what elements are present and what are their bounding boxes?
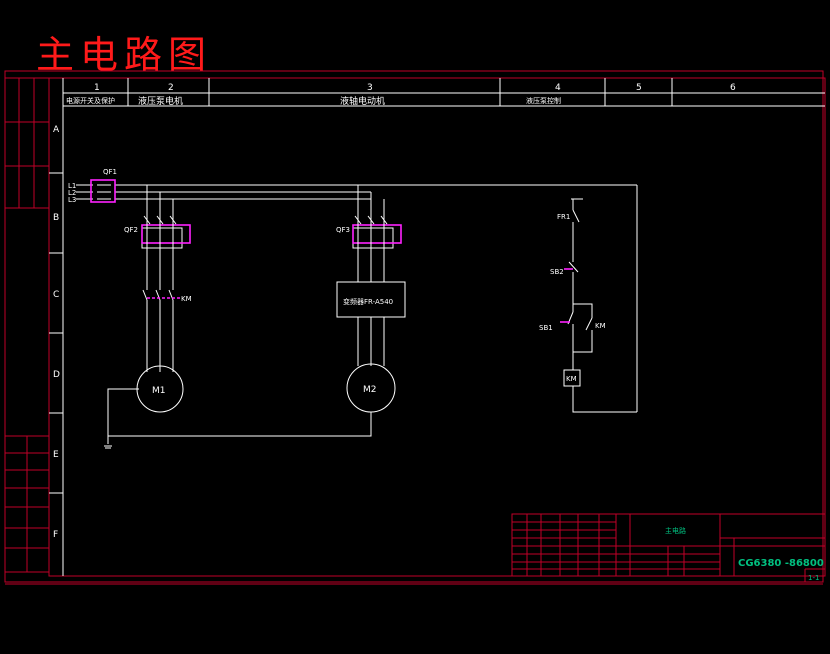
aux-contact-label: KM — [595, 322, 606, 330]
column-numbers: 1 2 3 4 5 6 — [94, 83, 736, 93]
inverter-label: 变频器FR-A540 — [343, 297, 393, 306]
section-title-hydraulic: 液压泵电机 — [138, 95, 183, 107]
phase-label: L3 — [68, 196, 76, 204]
title-block: 主电路 CG6380 -86800 1-1 — [511, 513, 826, 582]
column-number: 5 — [636, 83, 642, 93]
drawing-frame — [4, 70, 826, 585]
row-letters: A B C D E F — [53, 125, 60, 540]
row-letter: E — [53, 450, 59, 460]
drawing-name: 主电路 — [665, 526, 686, 535]
column-number: 4 — [555, 83, 561, 93]
breaker-qf3: QF3 — [336, 215, 402, 249]
motor-label: M2 — [363, 385, 377, 395]
coil-box — [563, 369, 581, 387]
column-number: 2 — [168, 83, 174, 93]
control-circuit: FR1 SB2 KM SB1 KM — [539, 185, 638, 413]
section-title-spindle: 液轴电动机 — [340, 95, 385, 107]
row-letter: A — [53, 125, 60, 135]
column-number: 3 — [367, 83, 373, 93]
breaker-qf1: QF1 — [90, 168, 117, 203]
row-letter: D — [53, 370, 60, 380]
phase-label: L2 — [68, 189, 76, 197]
page-title: 主电路图 — [36, 33, 213, 77]
button-label: SB2 — [550, 268, 564, 276]
contactor-label: KM — [181, 295, 192, 303]
breaker-label: QF3 — [336, 226, 350, 234]
motor-m2-branch: 变频器FR-A540 M2 — [336, 248, 406, 413]
column-number: 6 — [730, 83, 736, 93]
breaker-label: QF1 — [103, 168, 117, 176]
section-titles: 电源开关及保护 液压泵电机 液轴电动机 液压泵控制 — [66, 95, 561, 107]
coil-label: KM — [566, 375, 577, 383]
breaker-qf2: QF2 — [124, 215, 191, 249]
motor-m1-branch: KM M1 — [104, 248, 372, 449]
section-title-power: 电源开关及保护 — [66, 96, 115, 105]
sheet-number: 1-1 — [808, 574, 819, 582]
drawing-number: CG6380 -86800 — [738, 558, 824, 569]
section-title-control: 液压泵控制 — [526, 96, 561, 105]
row-letter: C — [53, 290, 59, 300]
phase-label: L1 — [68, 182, 76, 190]
column-number: 1 — [94, 83, 100, 93]
relay-label: FR1 — [557, 213, 570, 221]
breaker-label: QF2 — [124, 226, 138, 234]
row-letter: F — [53, 530, 58, 540]
button-label: SB1 — [539, 324, 553, 332]
row-letter: B — [53, 213, 59, 223]
main-bus: L1 L2 L3 — [68, 182, 637, 222]
motor-label: M1 — [152, 386, 166, 396]
